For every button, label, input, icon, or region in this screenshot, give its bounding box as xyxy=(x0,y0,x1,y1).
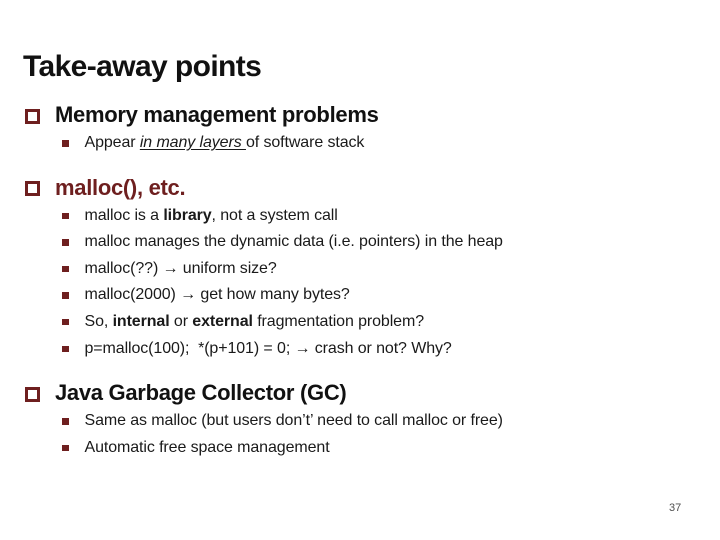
text-segment: p=malloc(100); *(p+101) = 0; xyxy=(84,339,295,357)
text-segment: external xyxy=(192,312,253,330)
text-segment: malloc(2000) xyxy=(84,286,181,304)
filled-square-bullet-icon xyxy=(62,318,69,326)
text-segment: library xyxy=(163,206,212,224)
section-heading-text: Java Garbage Collector (GC) xyxy=(55,378,347,408)
text-segment: or xyxy=(169,312,193,330)
hollow-square-bullet-icon xyxy=(25,108,40,124)
text-segment: get how many bytes? xyxy=(196,286,350,304)
bullet-item-text: malloc(2000) → get how many bytes? xyxy=(85,282,350,309)
text-segment: malloc manages the dynamic data (i.e. po… xyxy=(84,233,503,251)
bullet-item: malloc manages the dynamic data (i.e. po… xyxy=(61,229,708,256)
bullet-item-text: Appear in many layers of software stack xyxy=(85,130,365,157)
filled-square-bullet-icon xyxy=(62,292,69,299)
text-segment: , not a system call xyxy=(211,206,338,224)
bullet-section: Java Garbage Collector (GC) Same as mallo… xyxy=(23,378,708,461)
bullet-item-text: Same as malloc (but users don’t’ need to… xyxy=(85,408,503,435)
text-segment: malloc(??) xyxy=(84,259,163,277)
section-heading-text: malloc(), etc. xyxy=(55,173,186,203)
page-number: 37 xyxy=(669,502,682,514)
hollow-square-bullet-icon xyxy=(25,181,40,197)
right-arrow-icon: → xyxy=(162,259,179,277)
text-segment: Memory management problems xyxy=(55,102,379,127)
text-segment: malloc is a xyxy=(84,206,164,224)
bullet-item-text: p=malloc(100); *(p+101) = 0; → crash or … xyxy=(85,336,452,363)
bullet-item: Same as malloc (but users don’t’ need to… xyxy=(61,408,708,435)
filled-square-bullet-icon xyxy=(62,265,69,273)
filled-square-bullet-icon xyxy=(62,418,69,425)
section-heading: Memory management problems xyxy=(23,100,708,130)
bullet-item: malloc is a library, not a system call xyxy=(61,203,708,230)
text-segment: in many layers xyxy=(139,134,246,151)
text-segment: Same as malloc (but users don’t’ need to… xyxy=(84,412,503,430)
right-arrow-icon: → xyxy=(294,339,311,357)
text-segment: of software stack xyxy=(245,134,365,151)
bullet-section: malloc(), etc. malloc is a library, not a… xyxy=(23,173,708,363)
text-segment: malloc(), etc. xyxy=(55,174,186,200)
section-heading-text: Memory management problems xyxy=(55,100,379,130)
filled-square-bullet-icon xyxy=(62,140,69,147)
bullet-item: malloc(2000) → get how many bytes? xyxy=(61,282,708,309)
bullet-item-text: malloc is a library, not a system call xyxy=(85,203,338,230)
bullet-item: p=malloc(100); *(p+101) = 0; → crash or … xyxy=(61,336,708,363)
filled-square-bullet-icon xyxy=(62,212,69,220)
section-heading: Java Garbage Collector (GC) xyxy=(23,378,708,408)
text-segment: crash or not? Why? xyxy=(310,339,452,357)
text-segment: Appear xyxy=(84,134,140,151)
bullet-item: Automatic free space management xyxy=(61,435,708,462)
filled-square-bullet-icon xyxy=(62,239,69,246)
filled-square-bullet-icon xyxy=(62,444,69,452)
right-arrow-icon: → xyxy=(180,286,197,304)
bullet-item: Appear in many layers of software stack xyxy=(61,130,708,157)
text-segment: fragmentation problem? xyxy=(252,312,424,330)
section-heading: malloc(), etc. xyxy=(23,173,708,203)
slide-title: Take-away points xyxy=(23,50,262,83)
text-segment: uniform size? xyxy=(178,259,277,277)
section-items: Same as malloc (but users don’t’ need to… xyxy=(23,408,708,461)
section-items: Appear in many layers of software stack xyxy=(23,130,708,157)
filled-square-bullet-icon xyxy=(62,345,69,353)
text-segment: So, xyxy=(84,312,113,330)
bullet-item-text: So, internal or external fragmentation p… xyxy=(85,309,425,336)
bullet-item: malloc(??) → uniform size? xyxy=(61,256,708,283)
bullet-item: So, internal or external fragmentation p… xyxy=(61,309,708,336)
bullet-item-text: malloc manages the dynamic data (i.e. po… xyxy=(85,229,503,256)
text-segment: Automatic free space management xyxy=(84,438,330,456)
bullet-item-text: Automatic free space management xyxy=(85,435,330,462)
hollow-square-bullet-icon xyxy=(25,386,40,402)
text-segment: Java Garbage Collector (GC) xyxy=(55,380,347,406)
bullet-item-text: malloc(??) → uniform size? xyxy=(85,256,277,283)
text-segment: internal xyxy=(112,312,170,330)
